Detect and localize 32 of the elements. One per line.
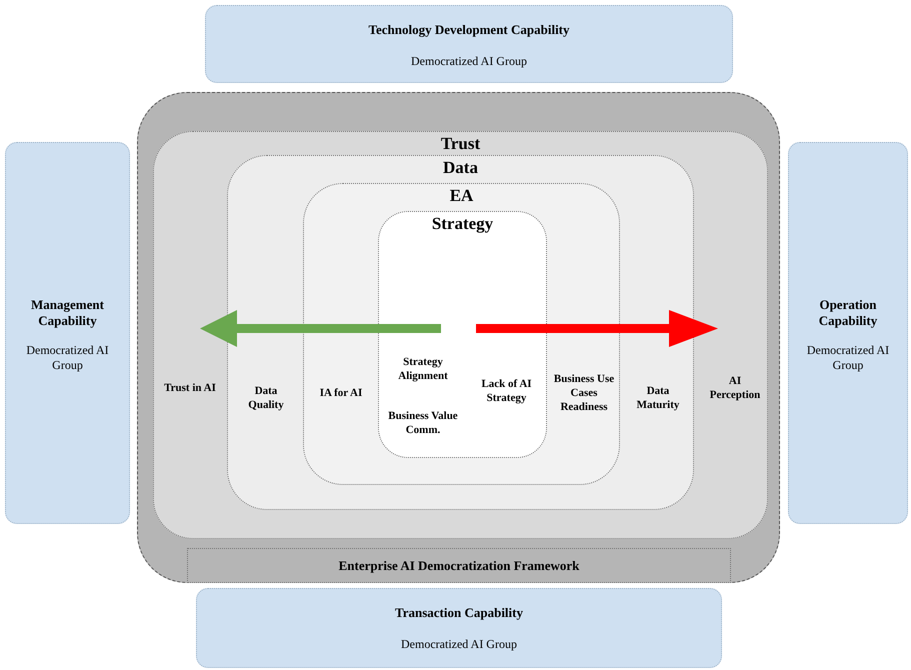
label-text: Democratized AI Group xyxy=(410,53,528,70)
label-text: Trust in AI xyxy=(163,381,217,395)
heading: Trust xyxy=(440,133,482,154)
framework-bar xyxy=(187,548,731,583)
label-text: Democratized AI Group xyxy=(806,343,890,373)
label-text: Strategy Alignment xyxy=(397,355,449,383)
heading: EA xyxy=(448,185,474,206)
heading: Enterprise AI Democratization Framework xyxy=(338,556,580,575)
label-text: Democratized AI Group xyxy=(25,343,110,373)
layer-box xyxy=(153,131,768,539)
heading: Technology Development Capability xyxy=(367,22,571,38)
label-text: Business Use Cases Readiness xyxy=(552,372,616,414)
layer-box xyxy=(227,155,694,510)
heading: Transaction Capability xyxy=(394,605,524,622)
label-text: Data Maturity xyxy=(636,384,680,412)
label-text: Lack of AI Strategy xyxy=(480,377,533,405)
label-text: Data Quality xyxy=(247,384,285,412)
capability-box xyxy=(196,588,722,668)
capability-box xyxy=(5,142,130,524)
label-text: AI Perception xyxy=(708,374,762,402)
label-text: Business Value Comm. xyxy=(387,409,459,437)
framework-panel xyxy=(137,92,780,583)
capability-box xyxy=(788,142,908,524)
label-text: IA for AI xyxy=(318,386,364,400)
heading: Operation Capability xyxy=(818,297,878,330)
layer-box xyxy=(378,211,547,458)
layer-box xyxy=(303,183,620,485)
heading: Management Capability xyxy=(30,297,105,330)
heading: Strategy xyxy=(430,213,494,234)
heading: Data xyxy=(442,157,479,178)
label-text: Democratized AI Group xyxy=(400,636,518,653)
capability-box xyxy=(205,5,733,83)
